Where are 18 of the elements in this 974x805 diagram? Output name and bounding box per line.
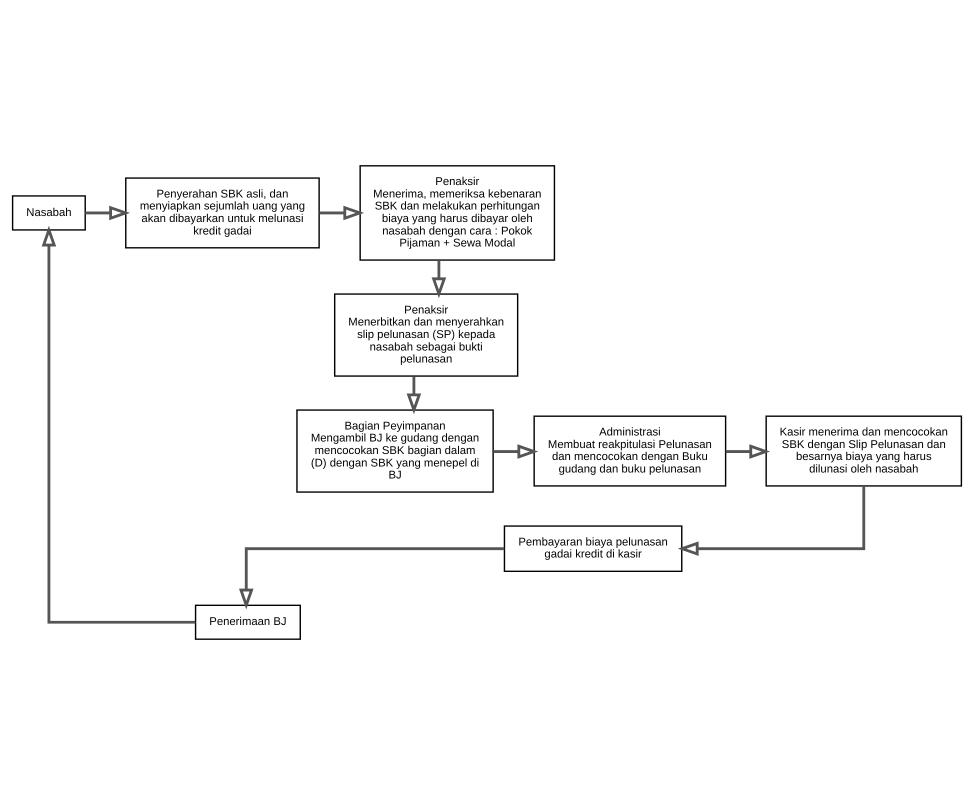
node-box: Kasir menerima dan mencocokan SBK dengan Slip Pelunasan dan besarnya biaya yang harus dilunasi oleh nasabah (765, 415, 962, 487)
arrow (239, 547, 504, 610)
arrow (42, 226, 196, 624)
arrow (432, 260, 446, 298)
arrow (406, 376, 422, 414)
arrow (726, 444, 770, 459)
node-box: Pembayaran biaya pelunasan gadai kredit di kasir (504, 525, 682, 572)
node-box: Nasabah (12, 195, 86, 231)
node-box: Penyerahan SBK asli, dan menyiapkan sejumlah uang yang akan dibayarkan untuk melunasi kredit gadai (125, 177, 320, 249)
node-box: Bagian Peyimpanan Mengambil BJ ke gudang dengan mencocokan SBK bagian dalam (D) dengan SBK yang menepel di BJ (296, 409, 494, 493)
node-box: Penaksir Menerima, memeriksa kebenaran SBK dan melakukan perhitungan biaya yang harus dibayar oleh nasabah dengan cara : Pokok Pijaman + Sewa Modal (359, 165, 556, 261)
arrow (85, 206, 130, 220)
node-box: Administrasi Membuat reakpitulasi Pelunasan dan mencocokan dengan Buku gudang dan buku pelunasan (533, 415, 726, 487)
arrow (319, 206, 364, 220)
node-box: Penerimaan BJ (194, 604, 301, 640)
node-box: Penaksir Menerbitkan dan menyerahkan slip pelunasan (SP) kepada nasabah sebagai bukti pelunasan (334, 293, 518, 377)
arrow (493, 444, 538, 459)
arrow (678, 486, 866, 556)
